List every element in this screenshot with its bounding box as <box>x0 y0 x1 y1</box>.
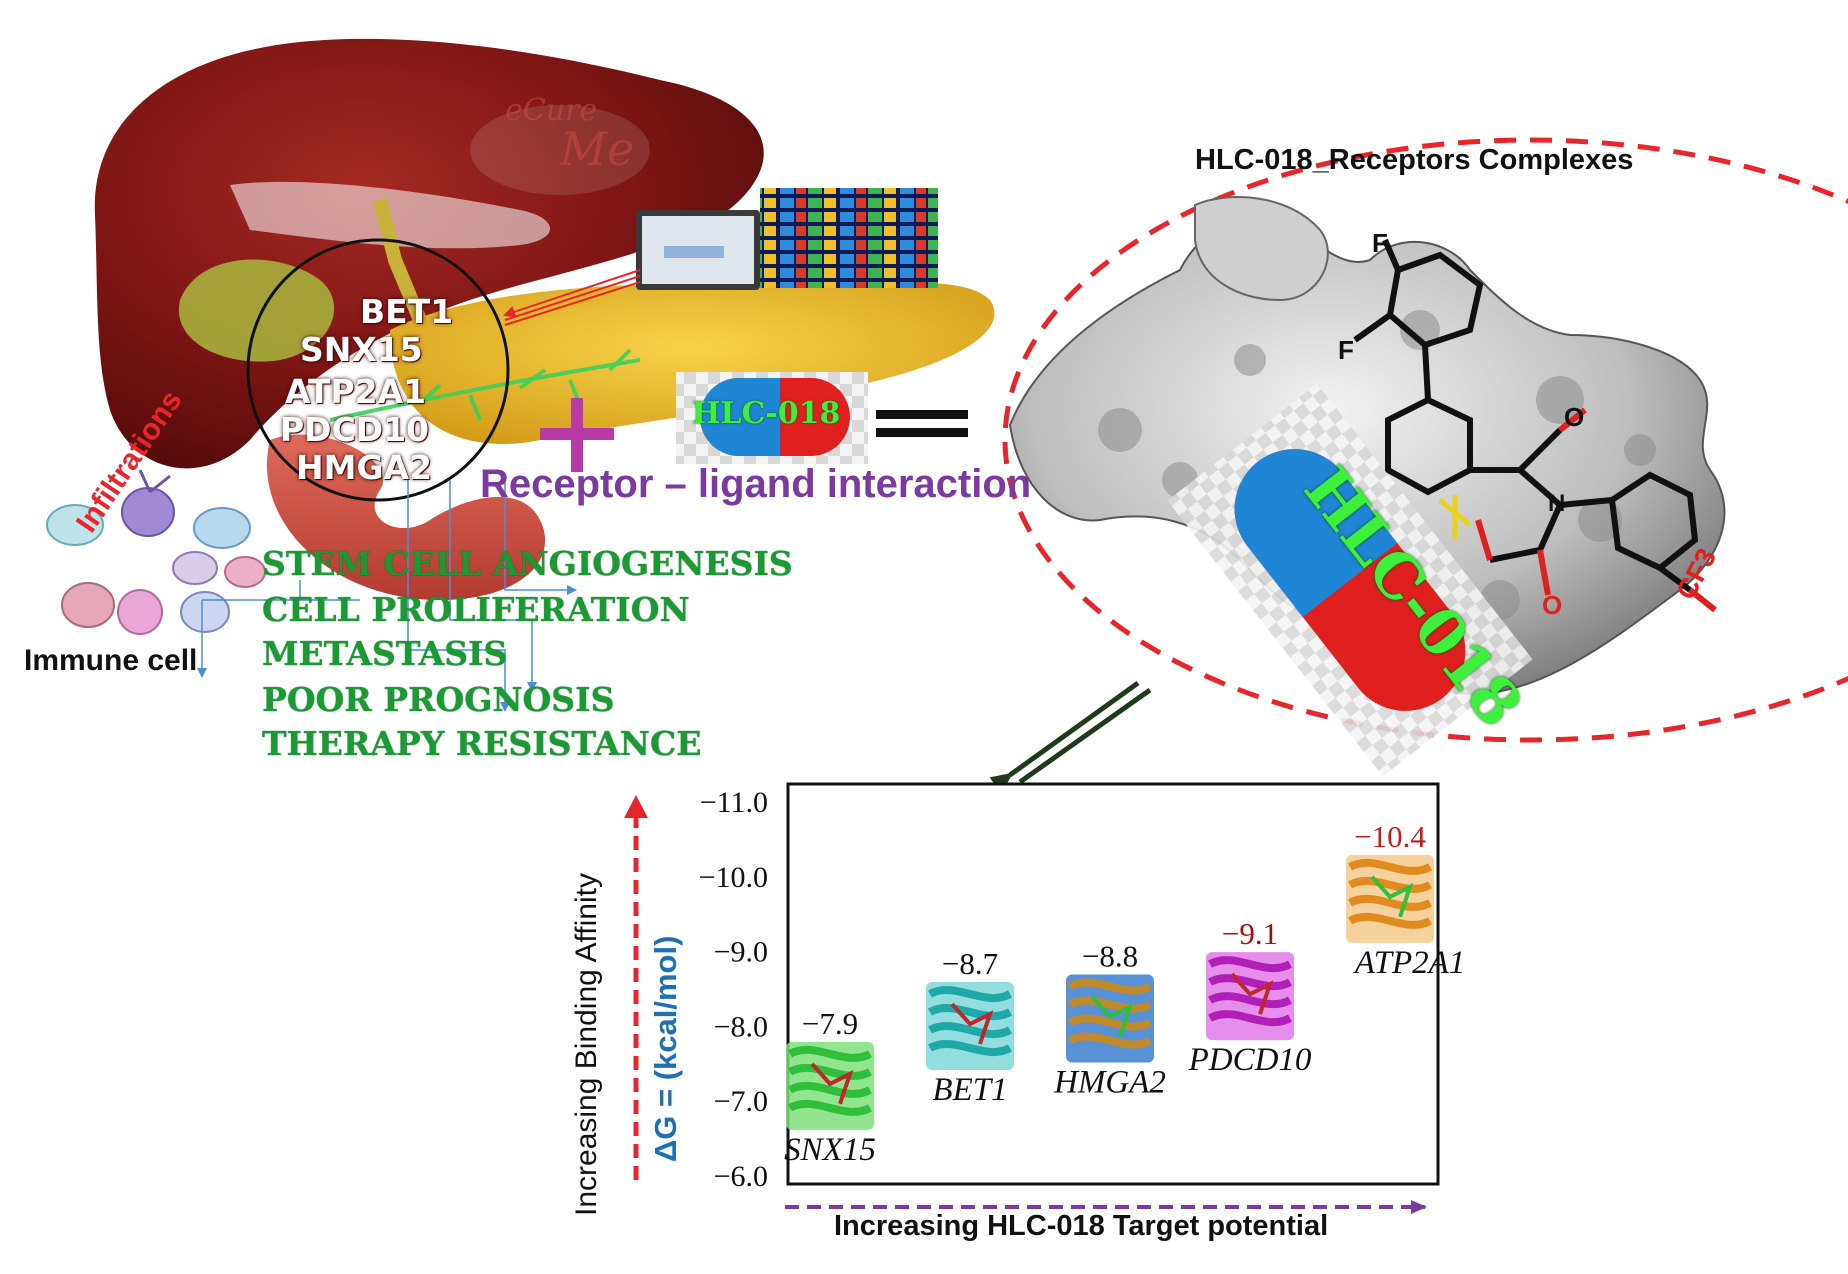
y-axis-label: ΔG = (kcal/mol) <box>648 935 683 1162</box>
atom-f-top: F <box>1372 228 1388 258</box>
protein-complex-point-bet1 <box>926 982 1014 1071</box>
plus-sign <box>540 398 614 472</box>
hlc-018-molecule <box>1353 238 1699 593</box>
gene-name-hmga2: HMGA2 <box>1053 1065 1166 1101</box>
complex-pill <box>1167 383 1533 777</box>
equals-sign <box>876 410 968 437</box>
complex-title: HLC-018_Receptors Complexes <box>1195 144 1634 176</box>
atom-n: N <box>1548 490 1566 517</box>
protein-complex-point-atp2a1 <box>1346 854 1434 943</box>
sequencing-data-illustration <box>503 188 938 326</box>
data-label-snx15: −7.9 <box>802 1006 858 1041</box>
gene-label-hmga2: HMGA2 <box>296 448 433 487</box>
watermark-logo: eCure <box>505 93 597 128</box>
y-outer-label: Increasing Binding Affinity <box>570 873 603 1216</box>
data-label-atp2a1: −10.4 <box>1354 819 1426 854</box>
receptor-ligand-interaction-label: Receptor – ligand interaction <box>480 462 1032 506</box>
data-label-hmga2: −8.8 <box>1082 939 1138 974</box>
gene-label-bet1: BET1 <box>360 292 454 331</box>
atom-f-left: F <box>1338 335 1354 365</box>
gene-label-snx15: SNX15 <box>300 330 423 369</box>
gene-label-pdcd10: PDCD10 <box>280 410 430 449</box>
y-tick-label: −8.0 <box>714 1010 768 1043</box>
y-tick-label: −9.0 <box>714 936 768 969</box>
ligand-pill-label: HLC-018 <box>692 396 841 431</box>
atom-o-top: O <box>1564 402 1585 432</box>
x-axis-label: Increasing HLC-018 Target potential <box>834 1210 1329 1242</box>
gene-label-atp2a1: ATP2A1 <box>285 372 427 411</box>
gene-effect-connectors <box>299 480 577 712</box>
y-tick-label: −10.0 <box>699 861 768 894</box>
immune-cells-illustration <box>46 469 300 678</box>
effect-poor-prognosis: POOR PROGNOSIS <box>262 680 615 719</box>
y-tick-label: −11.0 <box>700 786 768 819</box>
ellipse-to-chart-arrow <box>989 680 1152 794</box>
atom-o-bottom: O <box>1542 590 1563 620</box>
watermark-logo-2: Me <box>559 122 634 176</box>
effect-stem-cell-angiogenesis: STEM CELL ANGIOGENESIS <box>262 544 793 583</box>
y-tick-label: −6.0 <box>714 1160 768 1193</box>
data-label-bet1: −8.7 <box>942 946 998 981</box>
effect-metastasis: METASTASIS <box>262 634 508 673</box>
protein-complex-point-pdcd10 <box>1206 952 1294 1041</box>
data-label-pdcd10: −9.1 <box>1222 916 1278 951</box>
liver-organ-illustration: eCure Me <box>94 38 995 600</box>
gene-name-bet1: BET1 <box>932 1072 1007 1108</box>
effect-cell-proliferation: CELL PROLIFERATION <box>262 590 690 629</box>
gene-name-atp2a1: ATP2A1 <box>1353 945 1466 981</box>
complex-dashed-ellipse <box>1002 137 1848 743</box>
gene-name-snx15: SNX15 <box>784 1132 876 1168</box>
protein-complex-point-snx15 <box>786 1041 874 1130</box>
effect-therapy-resistance: THERAPY RESISTANCE <box>262 724 702 763</box>
ligand-pill <box>676 372 868 464</box>
immune-cell-label: Immune cell <box>24 644 198 677</box>
y-tick-labels: −11.0 −10.0 −9.0 −8.0 −7.0 −6.0 <box>699 786 768 1193</box>
y-tick-label: −7.0 <box>714 1085 768 1118</box>
data-arrow-1 <box>503 269 641 318</box>
protein-complex-point-hmga2 <box>1066 974 1154 1063</box>
gene-name-pdcd10: PDCD10 <box>1188 1042 1312 1078</box>
